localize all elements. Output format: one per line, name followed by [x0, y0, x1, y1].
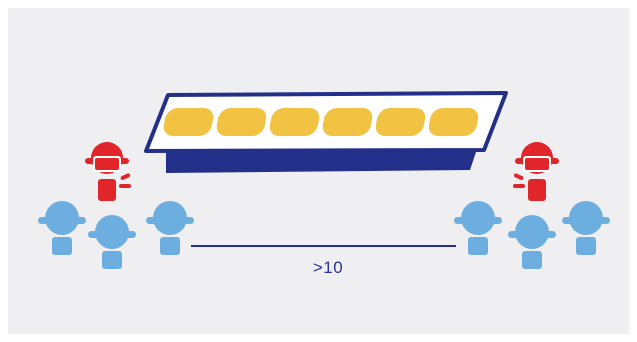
portion [162, 108, 215, 136]
presenter-headset-icon [513, 142, 559, 201]
person-icon [38, 201, 86, 255]
person-icon [146, 201, 194, 255]
presenter-headset-icon [85, 142, 131, 201]
distance-label: >10 [298, 258, 358, 278]
tray-base [166, 152, 476, 173]
portion [427, 108, 480, 136]
audience-right [454, 201, 610, 269]
portion [374, 108, 427, 136]
audience-left [38, 201, 194, 269]
person-icon [562, 201, 610, 255]
tray-icon [146, 93, 506, 173]
portion [321, 108, 374, 136]
person-icon [454, 201, 502, 255]
portion [268, 108, 321, 136]
person-icon [88, 215, 136, 269]
person-icon [508, 215, 556, 269]
portion [215, 108, 268, 136]
